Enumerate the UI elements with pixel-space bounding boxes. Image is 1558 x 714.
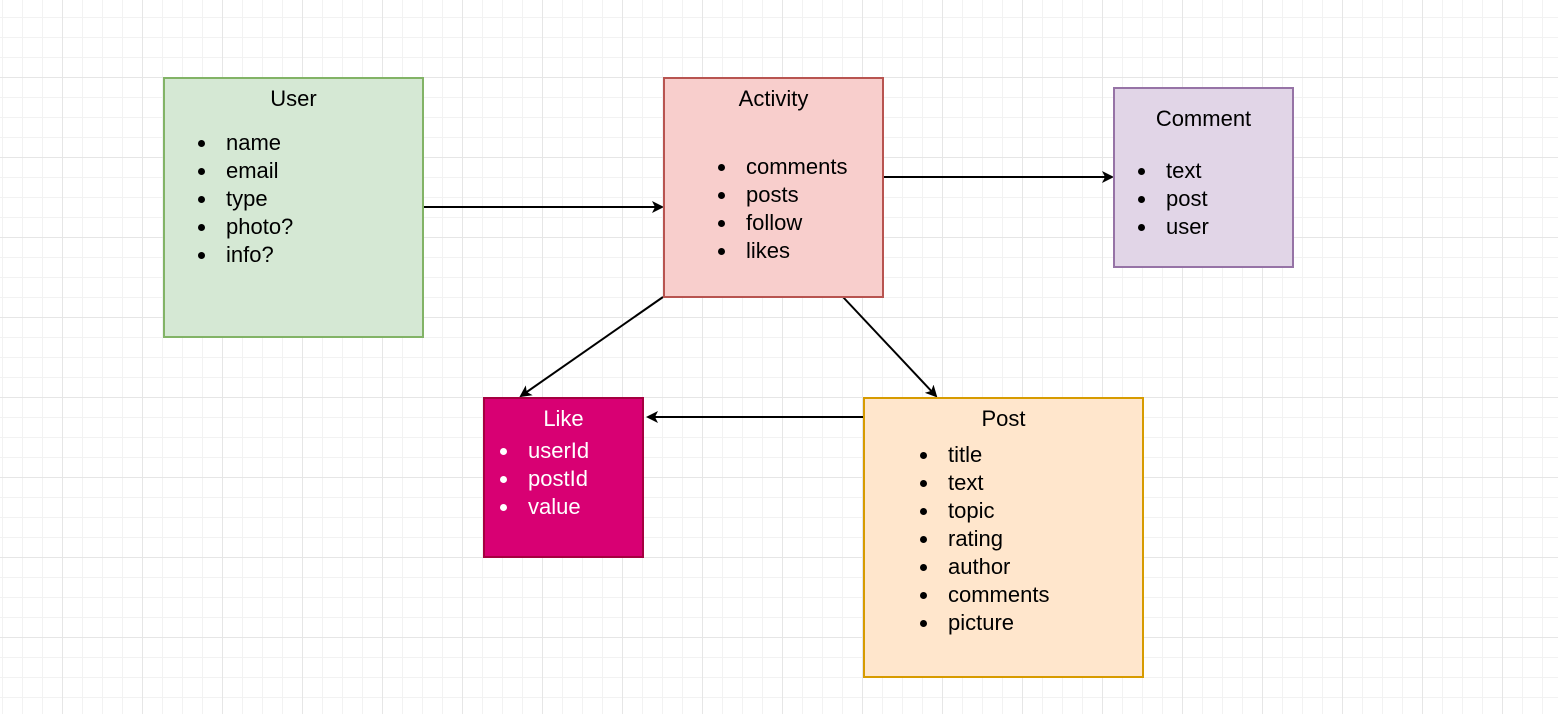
comment-field: text: [1138, 157, 1209, 185]
activity-field: follow: [718, 209, 847, 237]
post-field: topic: [920, 497, 1049, 525]
user-field-list: name email type photo? info?: [198, 129, 293, 269]
like-entity-box[interactable]: Like userId postId value: [483, 397, 644, 558]
activity-entity-title: Activity: [738, 86, 809, 111]
user-field: name: [198, 129, 293, 157]
post-entity-box[interactable]: Post title text topic rating author comm…: [863, 397, 1144, 678]
post-field: title: [920, 441, 1049, 469]
post-field: rating: [920, 525, 1049, 553]
comment-field: post: [1138, 185, 1209, 213]
post-field: picture: [920, 609, 1049, 637]
user-entity-box[interactable]: User name email type photo? info?: [163, 77, 424, 338]
user-field: info?: [198, 241, 293, 269]
user-entity-title: User: [270, 86, 317, 111]
user-field: email: [198, 157, 293, 185]
edge-activity-to-like: [519, 296, 664, 398]
post-field: comments: [920, 581, 1049, 609]
post-field: text: [920, 469, 1049, 497]
user-field: photo?: [198, 213, 293, 241]
post-field-list: title text topic rating author comments …: [920, 441, 1049, 637]
activity-field: likes: [718, 237, 847, 265]
comment-entity-box[interactable]: Comment text post user: [1113, 87, 1294, 268]
edge-activity-to-post: [842, 296, 938, 398]
activity-field-list: comments posts follow likes: [718, 153, 847, 265]
activity-field: comments: [718, 153, 847, 181]
post-entity-title: Post: [981, 406, 1026, 431]
like-field: value: [500, 493, 589, 521]
activity-field: posts: [718, 181, 847, 209]
comment-field: user: [1138, 213, 1209, 241]
like-field-list: userId postId value: [500, 437, 589, 521]
comment-field-list: text post user: [1138, 157, 1209, 241]
like-entity-title: Like: [543, 406, 584, 431]
like-field: postId: [500, 465, 589, 493]
user-field: type: [198, 185, 293, 213]
post-field: author: [920, 553, 1049, 581]
comment-entity-title: Comment: [1155, 106, 1252, 131]
like-field: userId: [500, 437, 589, 465]
activity-entity-box[interactable]: Activity comments posts follow likes: [663, 77, 884, 298]
